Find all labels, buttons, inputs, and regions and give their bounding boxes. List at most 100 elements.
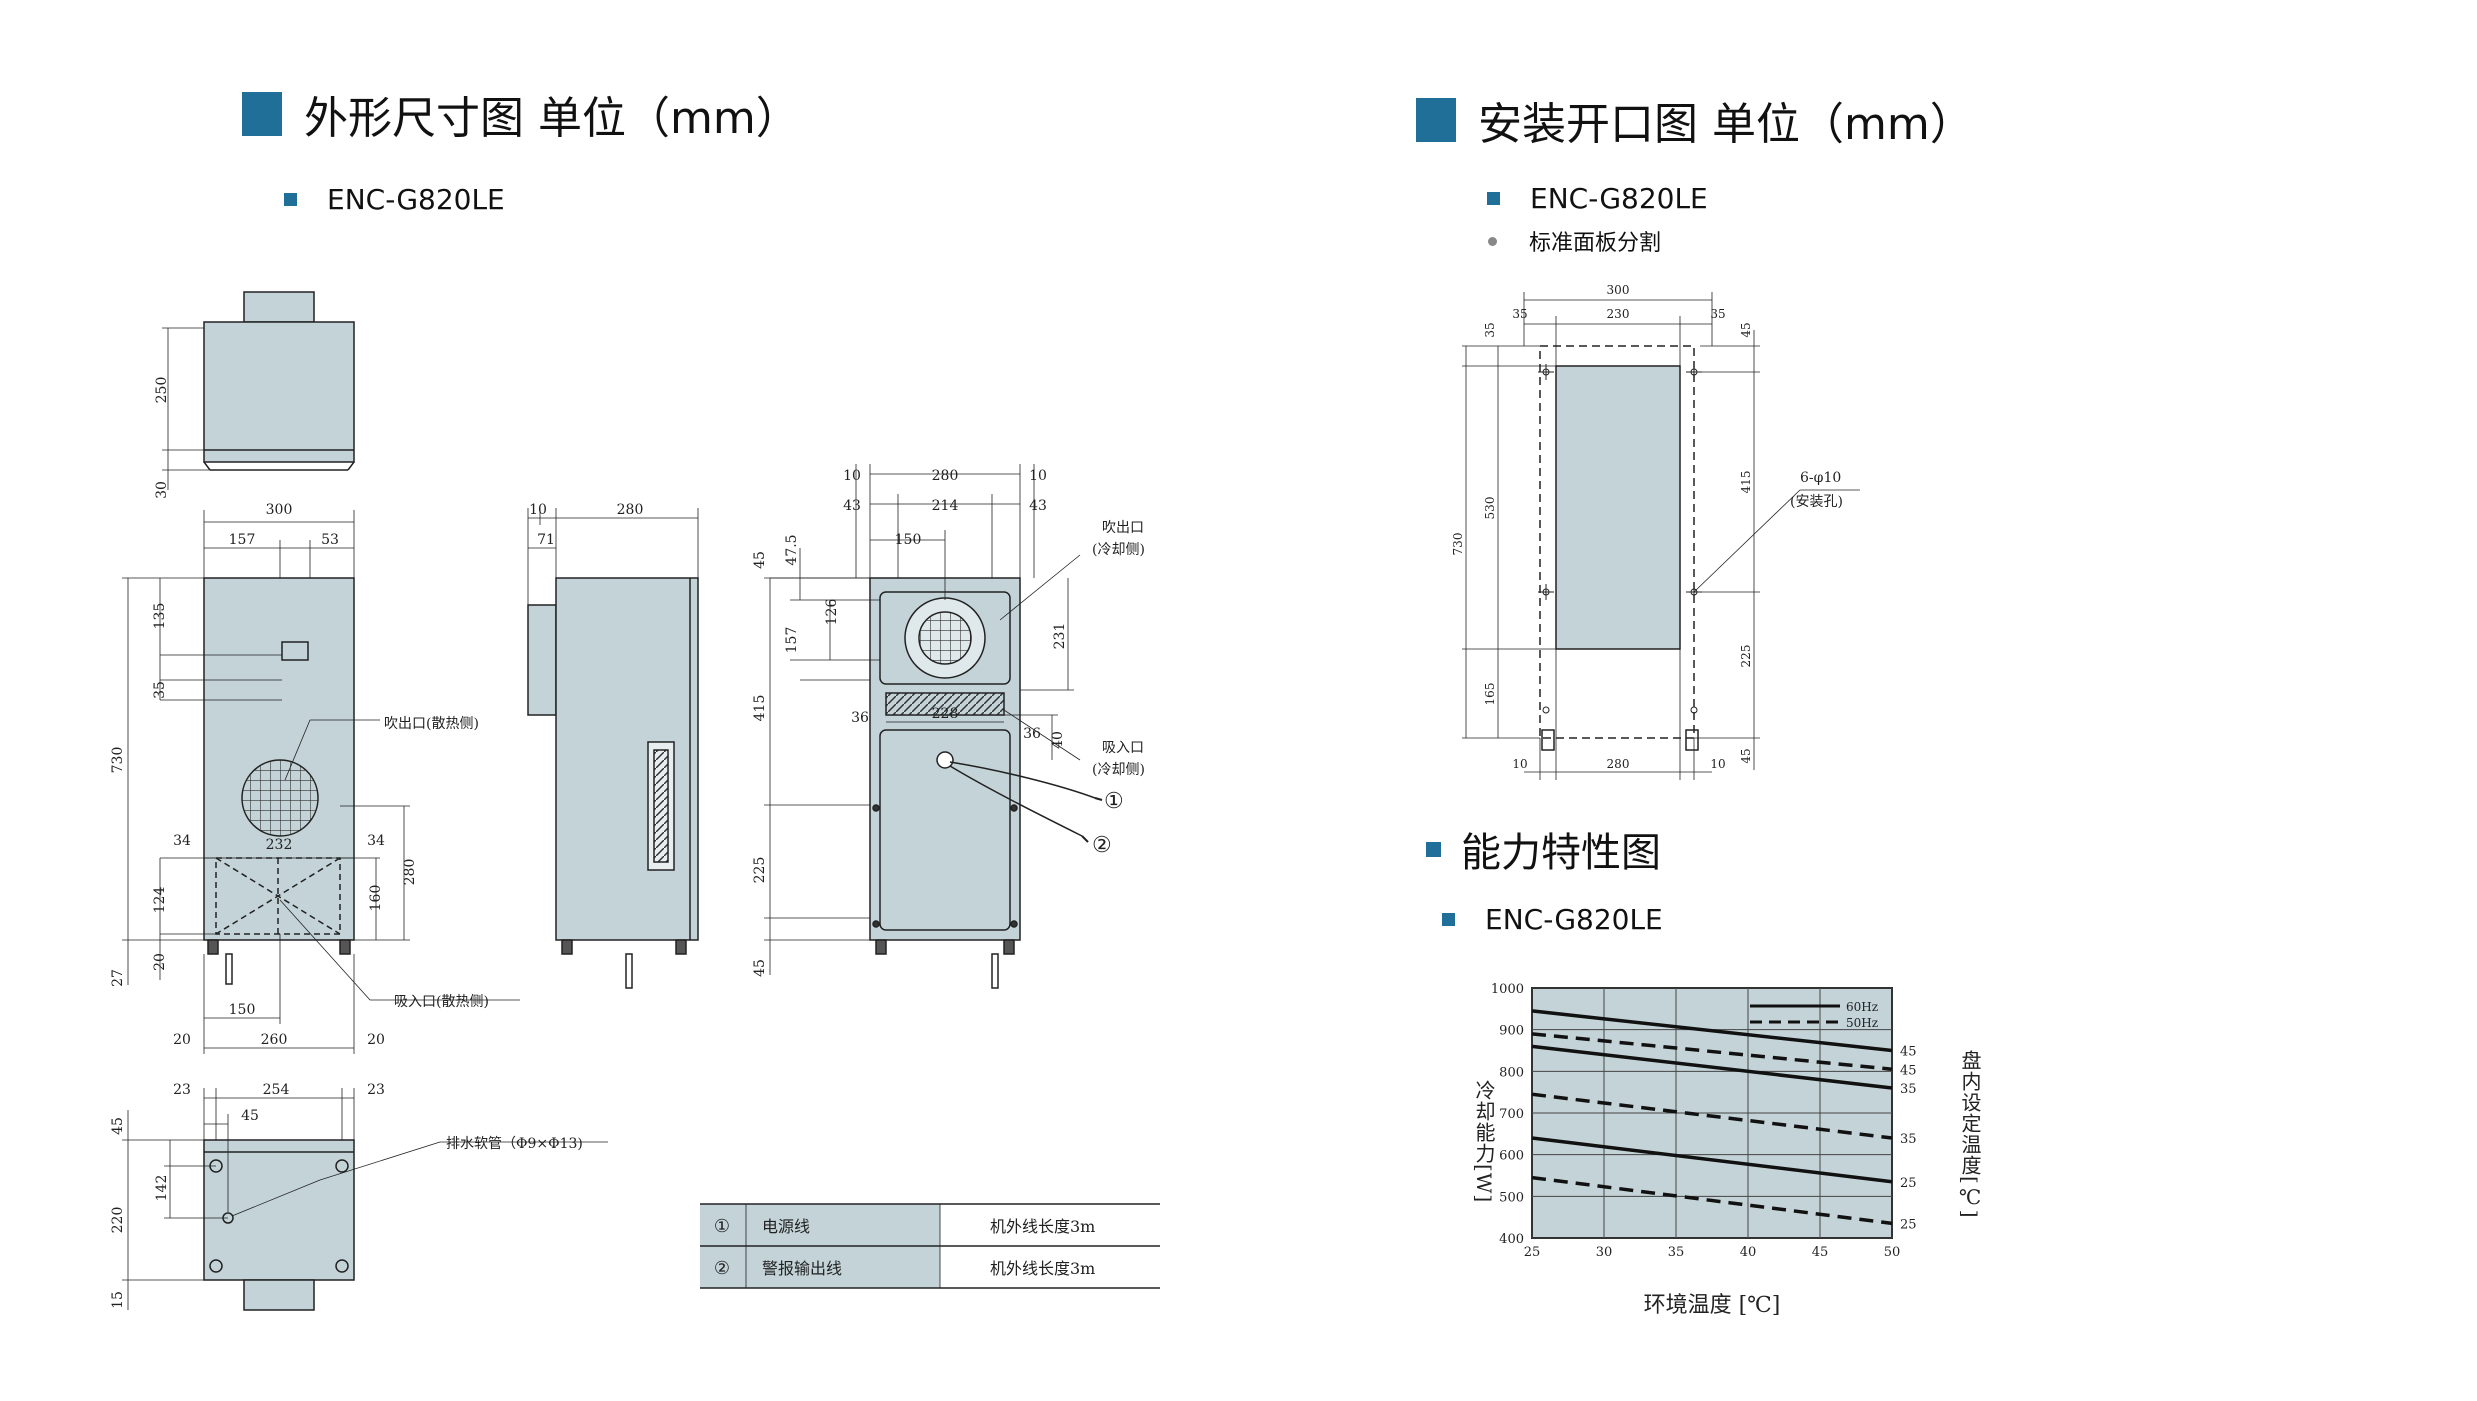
dim-label: 157	[784, 627, 800, 654]
cable-2-marker: ②	[1092, 833, 1112, 858]
screw	[872, 920, 880, 928]
bottom-view-body	[203, 1139, 355, 1281]
leader-drain	[319, 1141, 441, 1181]
mounting-title-text: 安装开口图 单位（mm）	[1478, 99, 1974, 150]
dim-label: 280	[932, 468, 959, 484]
dim-label: 43	[1029, 498, 1047, 514]
dim-label: 36	[851, 710, 869, 726]
dim-label: 150	[229, 1002, 256, 1018]
back-view	[764, 464, 1103, 989]
bottom-hole	[335, 1259, 349, 1273]
dim-label: 300	[1607, 283, 1630, 297]
bottom-bracket	[1541, 729, 1555, 751]
dim-label: 280	[1607, 757, 1630, 771]
table-row-len: 机外线长度3m	[990, 1217, 1095, 1236]
dim-label: 30	[154, 481, 170, 499]
dim-label: 280	[402, 859, 418, 886]
mounting-note-text: 标准面板分割	[1529, 231, 1662, 256]
dim-label: 36	[1023, 726, 1041, 742]
drain-pipe	[991, 953, 999, 989]
chart-series-line	[1531, 1136, 1893, 1184]
outline-section-title: 外形尺寸图 单位（mm）	[242, 82, 800, 146]
leader-hot-outlet	[284, 719, 311, 781]
bullet-icon	[284, 193, 297, 206]
foot	[675, 939, 687, 955]
cold-inlet-label: 吸入口	[1102, 740, 1144, 756]
dim-label: 45	[110, 1117, 126, 1135]
dim-label: 35	[1483, 322, 1497, 337]
mounting-cutout	[1462, 292, 1860, 780]
dim-label: 40	[1050, 731, 1066, 749]
leader-hot-inlet	[279, 899, 371, 1001]
bottom-view	[122, 1088, 608, 1311]
dim-label: 27	[110, 969, 126, 987]
cold-outlet-label-2: (冷却侧)	[1092, 542, 1145, 558]
chart-series-label: 35	[1900, 1132, 1917, 1147]
capacity-model: ENC-G820LE	[1442, 903, 1663, 936]
dim-label: 15	[110, 1291, 126, 1309]
bottom-bracket	[1685, 729, 1699, 751]
bullet-icon	[1426, 841, 1441, 857]
chart-x-title: 环境温度 [℃]	[1644, 1293, 1781, 1318]
hot-outlet-grille	[241, 759, 319, 837]
dim-label: 730	[1451, 533, 1465, 556]
chart-series-label: 25	[1900, 1217, 1917, 1232]
mounting-model: ENC-G820LE	[1487, 182, 1708, 215]
dim-label: 10	[1710, 757, 1725, 771]
mounting-note: 标准面板分割	[1488, 225, 1661, 257]
section-marker-icon	[242, 92, 282, 136]
foot	[875, 939, 887, 955]
top-view-cap	[243, 291, 315, 323]
screw	[1010, 804, 1018, 812]
table-row-name: 电源线	[762, 1217, 810, 1236]
chart-series-line	[1531, 1032, 1893, 1071]
side-view	[527, 508, 699, 989]
cold-outlet-label: 吹出口	[1102, 520, 1144, 536]
chart-series-label: 25	[1900, 1176, 1917, 1191]
dim-label: 165	[1483, 683, 1497, 706]
bottom-hole	[209, 1259, 223, 1273]
dim-label: 35	[1512, 307, 1527, 321]
dim-label: 45	[1739, 322, 1753, 337]
bottom-hole	[335, 1159, 349, 1173]
dim-label: 10	[1512, 757, 1527, 771]
legend-60hz-label: 60Hz	[1846, 1000, 1878, 1014]
dim-label: 142	[154, 1175, 170, 1202]
mount-hole-sublabel: (安装孔)	[1790, 494, 1843, 510]
leader-cold-outlet	[999, 554, 1081, 621]
dim-label: 45	[241, 1108, 259, 1124]
dim-label: 157	[229, 532, 256, 548]
chart-x-tick: 30	[1596, 1245, 1613, 1260]
cable-2	[949, 765, 1083, 837]
drain-hose-label: 排水软管（Φ9×Φ13)	[446, 1136, 583, 1152]
chart-y-tick: 1000	[1491, 982, 1524, 997]
top-view	[162, 291, 355, 490]
front-view-label-plate	[281, 641, 309, 661]
dim-label: 415	[752, 695, 768, 722]
foot	[339, 939, 351, 955]
dim-label: 300	[266, 502, 293, 518]
dim-label: 20	[152, 953, 168, 971]
dim-label: 415	[1739, 471, 1753, 494]
dim-label: 53	[321, 532, 339, 548]
hot-inlet-label: 吸入口(散热侧)	[394, 994, 489, 1010]
outline-model: ENC-G820LE	[284, 183, 505, 216]
side-view-hood	[527, 604, 557, 716]
dim-label: 254	[263, 1082, 290, 1098]
top-view-body	[203, 321, 355, 463]
cable-1-marker: ①	[1104, 789, 1124, 814]
mount-hole	[1690, 706, 1698, 714]
cable-table	[700, 1203, 1160, 1289]
dim-label: 10	[1029, 468, 1047, 484]
table-row-num: ②	[714, 1258, 730, 1279]
chart-series-label: 45	[1900, 1063, 1917, 1078]
dim-label: 35	[1710, 307, 1725, 321]
drain-pipe	[625, 953, 633, 989]
dim-label: 225	[1739, 645, 1753, 668]
dim-label: 20	[367, 1032, 385, 1048]
chart-y2-title: 盘内设定温度[℃]	[1958, 1050, 1982, 1219]
dim-label: 135	[152, 603, 168, 630]
foot	[207, 939, 219, 955]
cold-inlet-label-2: (冷却侧)	[1092, 762, 1145, 778]
dim-label: 228	[932, 706, 959, 722]
